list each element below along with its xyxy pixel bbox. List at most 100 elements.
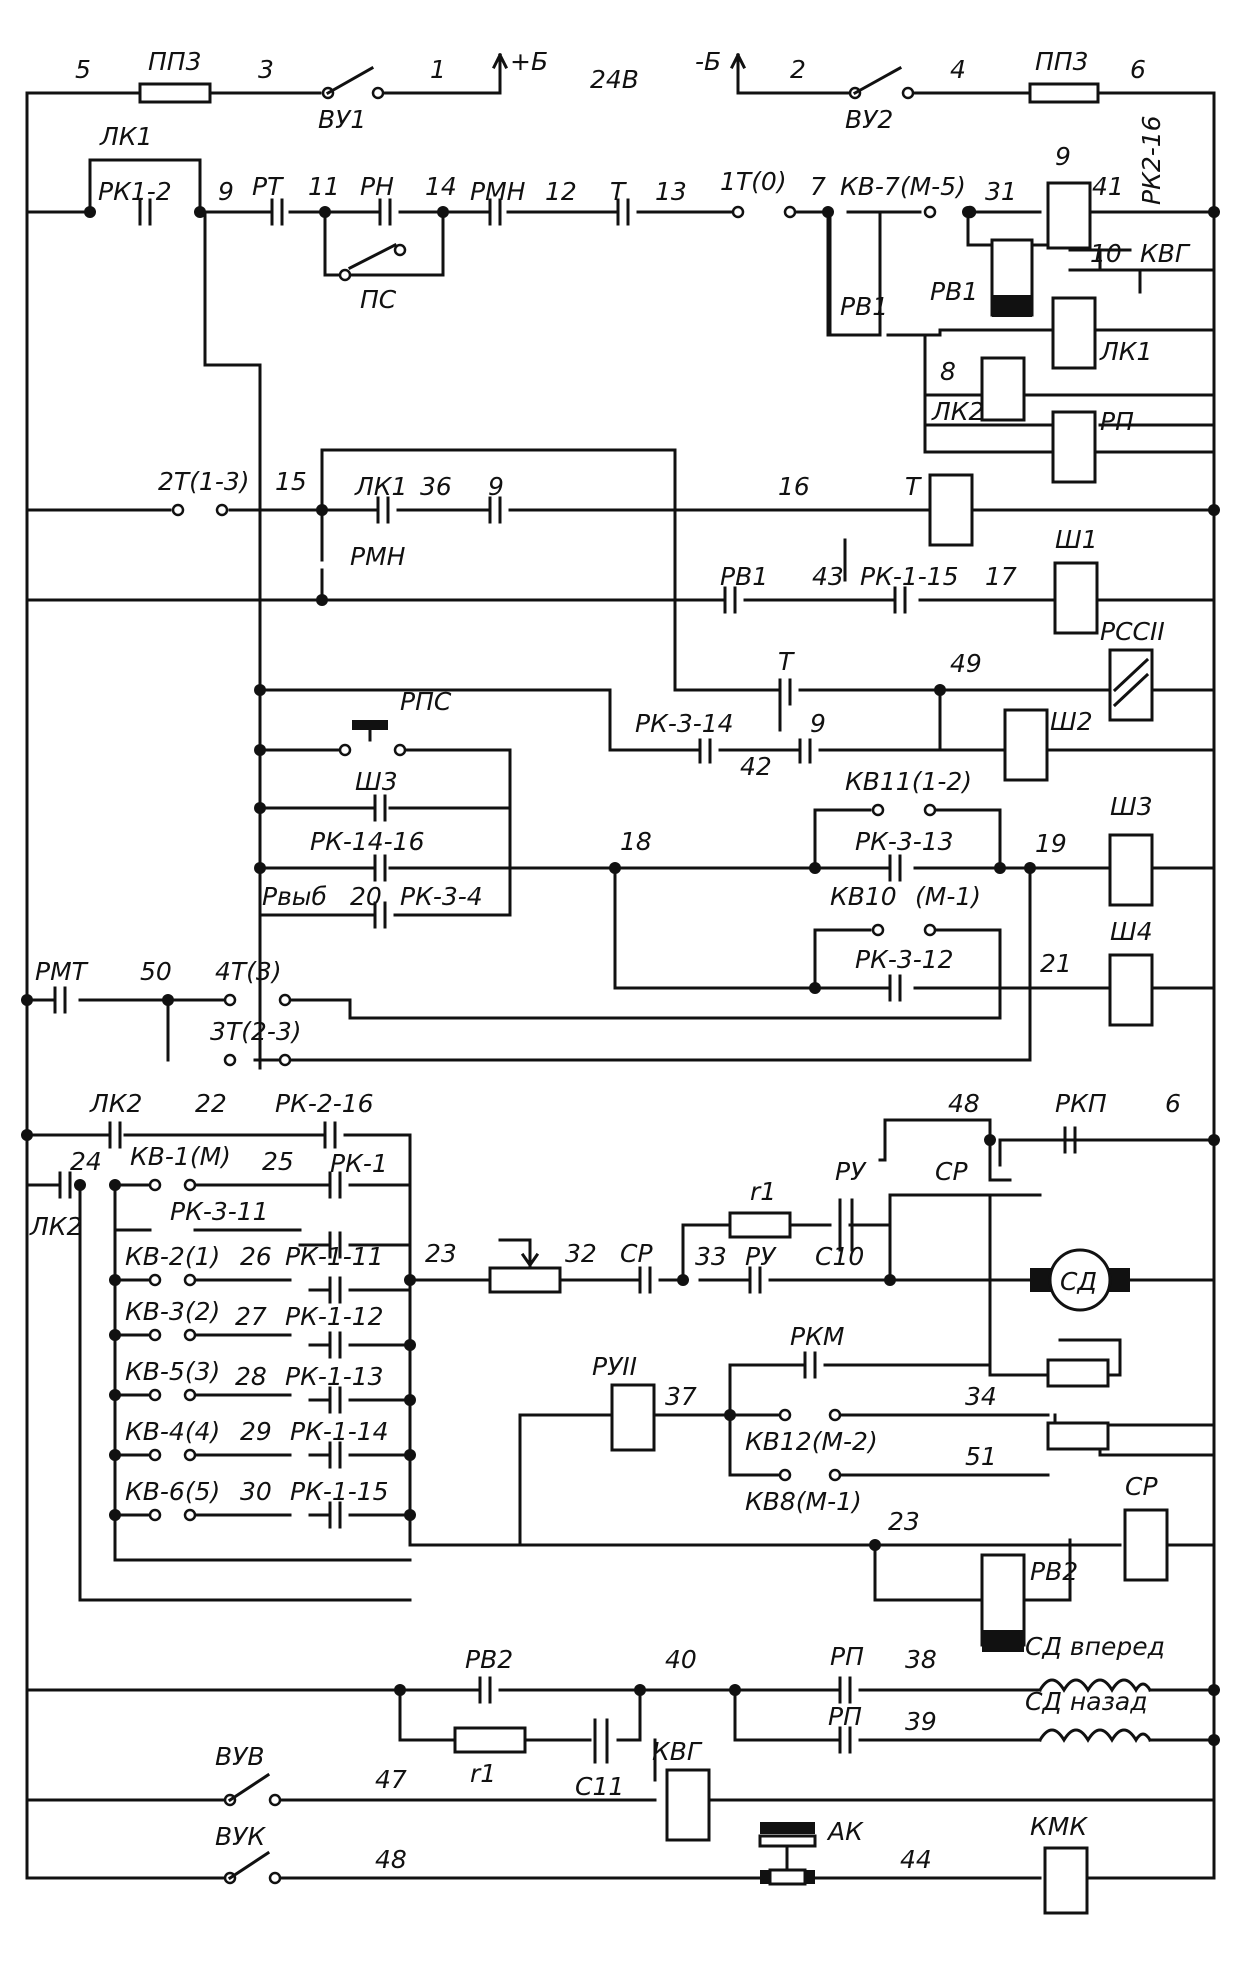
label-rk1-2: РК1-2 (98, 177, 172, 206)
motor-sd (1030, 1248, 1130, 1312)
label-kv2: КВ-2(1) (125, 1242, 220, 1271)
label-rp: РП (830, 1642, 864, 1671)
label-rkp: РКП (1055, 1089, 1107, 1118)
label-rk-3-4: РК-3-4 (400, 882, 483, 911)
label-vu2: ВУ2 (845, 105, 893, 134)
label-sh3: Ш3 (355, 767, 398, 796)
label-kv6: КВ-6(5) (125, 1477, 220, 1506)
label-lk2: ЛК2 (931, 397, 984, 426)
wire-number: 13 (655, 177, 687, 206)
label-pp3: ПП3 (1035, 47, 1089, 76)
label-lk2: ЛК2 (89, 1089, 142, 1118)
label-rss2: РССII (1100, 617, 1165, 646)
fuse-pp3-left (138, 82, 212, 104)
wire-number: 26 (240, 1242, 272, 1271)
label-m1: (М-1) (915, 882, 981, 911)
wire-number: 3 (258, 55, 274, 84)
wire-number: 8 (940, 357, 956, 386)
label-t: Т (610, 177, 627, 206)
label-vu1: ВУ1 (318, 105, 366, 134)
wire-number: 30 (240, 1477, 272, 1506)
label-sh3: Ш3 (1110, 792, 1153, 821)
label-kvg: КВГ (1140, 239, 1191, 268)
label-rk-1-11: РК-1-11 (285, 1242, 384, 1271)
label-ru: РУ (835, 1157, 867, 1186)
label-t: Т (778, 647, 795, 676)
wire-number: 15 (275, 467, 307, 496)
label-t: Т (905, 472, 922, 501)
label-kv4: КВ-4(4) (125, 1417, 220, 1446)
label-sd-back: СД назад (1025, 1687, 1148, 1716)
label-sr: СР (1125, 1472, 1158, 1501)
coils (610, 181, 1169, 1915)
junctions (21, 206, 1220, 1746)
label-4t: 4Т(3) (215, 957, 282, 986)
contacts (53, 198, 1077, 1754)
label-rk-14-16: РК-14-16 (310, 827, 425, 856)
wire-number: 23 (888, 1507, 920, 1536)
wire-number: 6 (1130, 55, 1146, 84)
wire-number: 41 (1092, 172, 1124, 201)
label-rk-1-12: РК-1-12 (285, 1302, 384, 1331)
wire-number: 9 (810, 709, 826, 738)
label-sh1: Ш1 (1055, 525, 1098, 554)
wire-number: 40 (665, 1645, 697, 1674)
wire-number: 14 (425, 172, 457, 201)
wire-number: 48 (948, 1089, 980, 1118)
label-2t: 2Т(1-3) (158, 467, 250, 496)
label-voltage: 24В (590, 65, 639, 94)
label-rn: РН (360, 172, 394, 201)
label-c10: С10 (815, 1242, 864, 1271)
wire-number: 50 (140, 957, 172, 986)
label-1t0: 1Т(0) (720, 167, 787, 196)
wire-number: 27 (235, 1302, 267, 1331)
label-rv1: РВ1 (720, 562, 768, 591)
label-rmt: РМТ (35, 957, 89, 986)
wire-number: 11 (308, 172, 340, 201)
label-minus-b: -Б (695, 47, 721, 76)
switch-vu2 (848, 65, 915, 100)
wire-number: 39 (905, 1707, 937, 1736)
label-c11: С11 (575, 1772, 624, 1801)
label-rmn: РМН (470, 177, 526, 206)
components (53, 52, 1169, 1915)
wire-number: 42 (740, 752, 772, 781)
switch-vu1 (321, 65, 385, 100)
wire-number: 34 (965, 1382, 997, 1411)
label-rk-1-15: РК-1-15 (290, 1477, 389, 1506)
label-lk2: ЛК2 (29, 1212, 82, 1241)
wire-number: 24 (70, 1147, 102, 1176)
wire-number: 19 (1035, 829, 1067, 858)
label-sd-forward: СД вперед (1025, 1632, 1165, 1661)
wire-number: 32 (565, 1239, 597, 1268)
label-rk-3-13: РК-3-13 (855, 827, 954, 856)
wire-number: 20 (350, 882, 382, 911)
wire-number: 25 (262, 1147, 294, 1176)
wire-number: 2 (790, 55, 806, 84)
label-plus-b: +Б (510, 47, 548, 76)
label-rk-3-14: РК-3-14 (635, 709, 734, 738)
wire-number: 31 (985, 177, 1017, 206)
label-rk-1-14: РК-1-14 (290, 1417, 389, 1446)
wire-number: 33 (695, 1242, 727, 1271)
field-windings (1037, 1678, 1153, 1743)
label-rmn: РМН (350, 542, 406, 571)
label-kvg: КВГ (652, 1737, 703, 1766)
ak-switch (758, 1822, 817, 1886)
wire-number: 9 (1055, 142, 1071, 171)
label-rk-3-12: РК-3-12 (855, 945, 954, 974)
wire-number: 44 (900, 1845, 932, 1874)
label-kv11: КВ11(1-2) (845, 767, 972, 796)
label-sd: СД (1060, 1267, 1097, 1296)
label-rk-3-11: РК-3-11 (170, 1197, 269, 1226)
label-kv12: КВ12(М-2) (745, 1427, 878, 1456)
label-ak: АК (826, 1817, 864, 1846)
rps-button (352, 720, 388, 742)
wire-number: 17 (985, 562, 1017, 591)
wire-number: 10 (1090, 239, 1122, 268)
wire-number: 43 (812, 562, 844, 591)
label-rp: РП (1100, 407, 1134, 436)
label-kv3: КВ-3(2) (125, 1297, 220, 1326)
label-rvyb: Pвыб (262, 882, 327, 911)
